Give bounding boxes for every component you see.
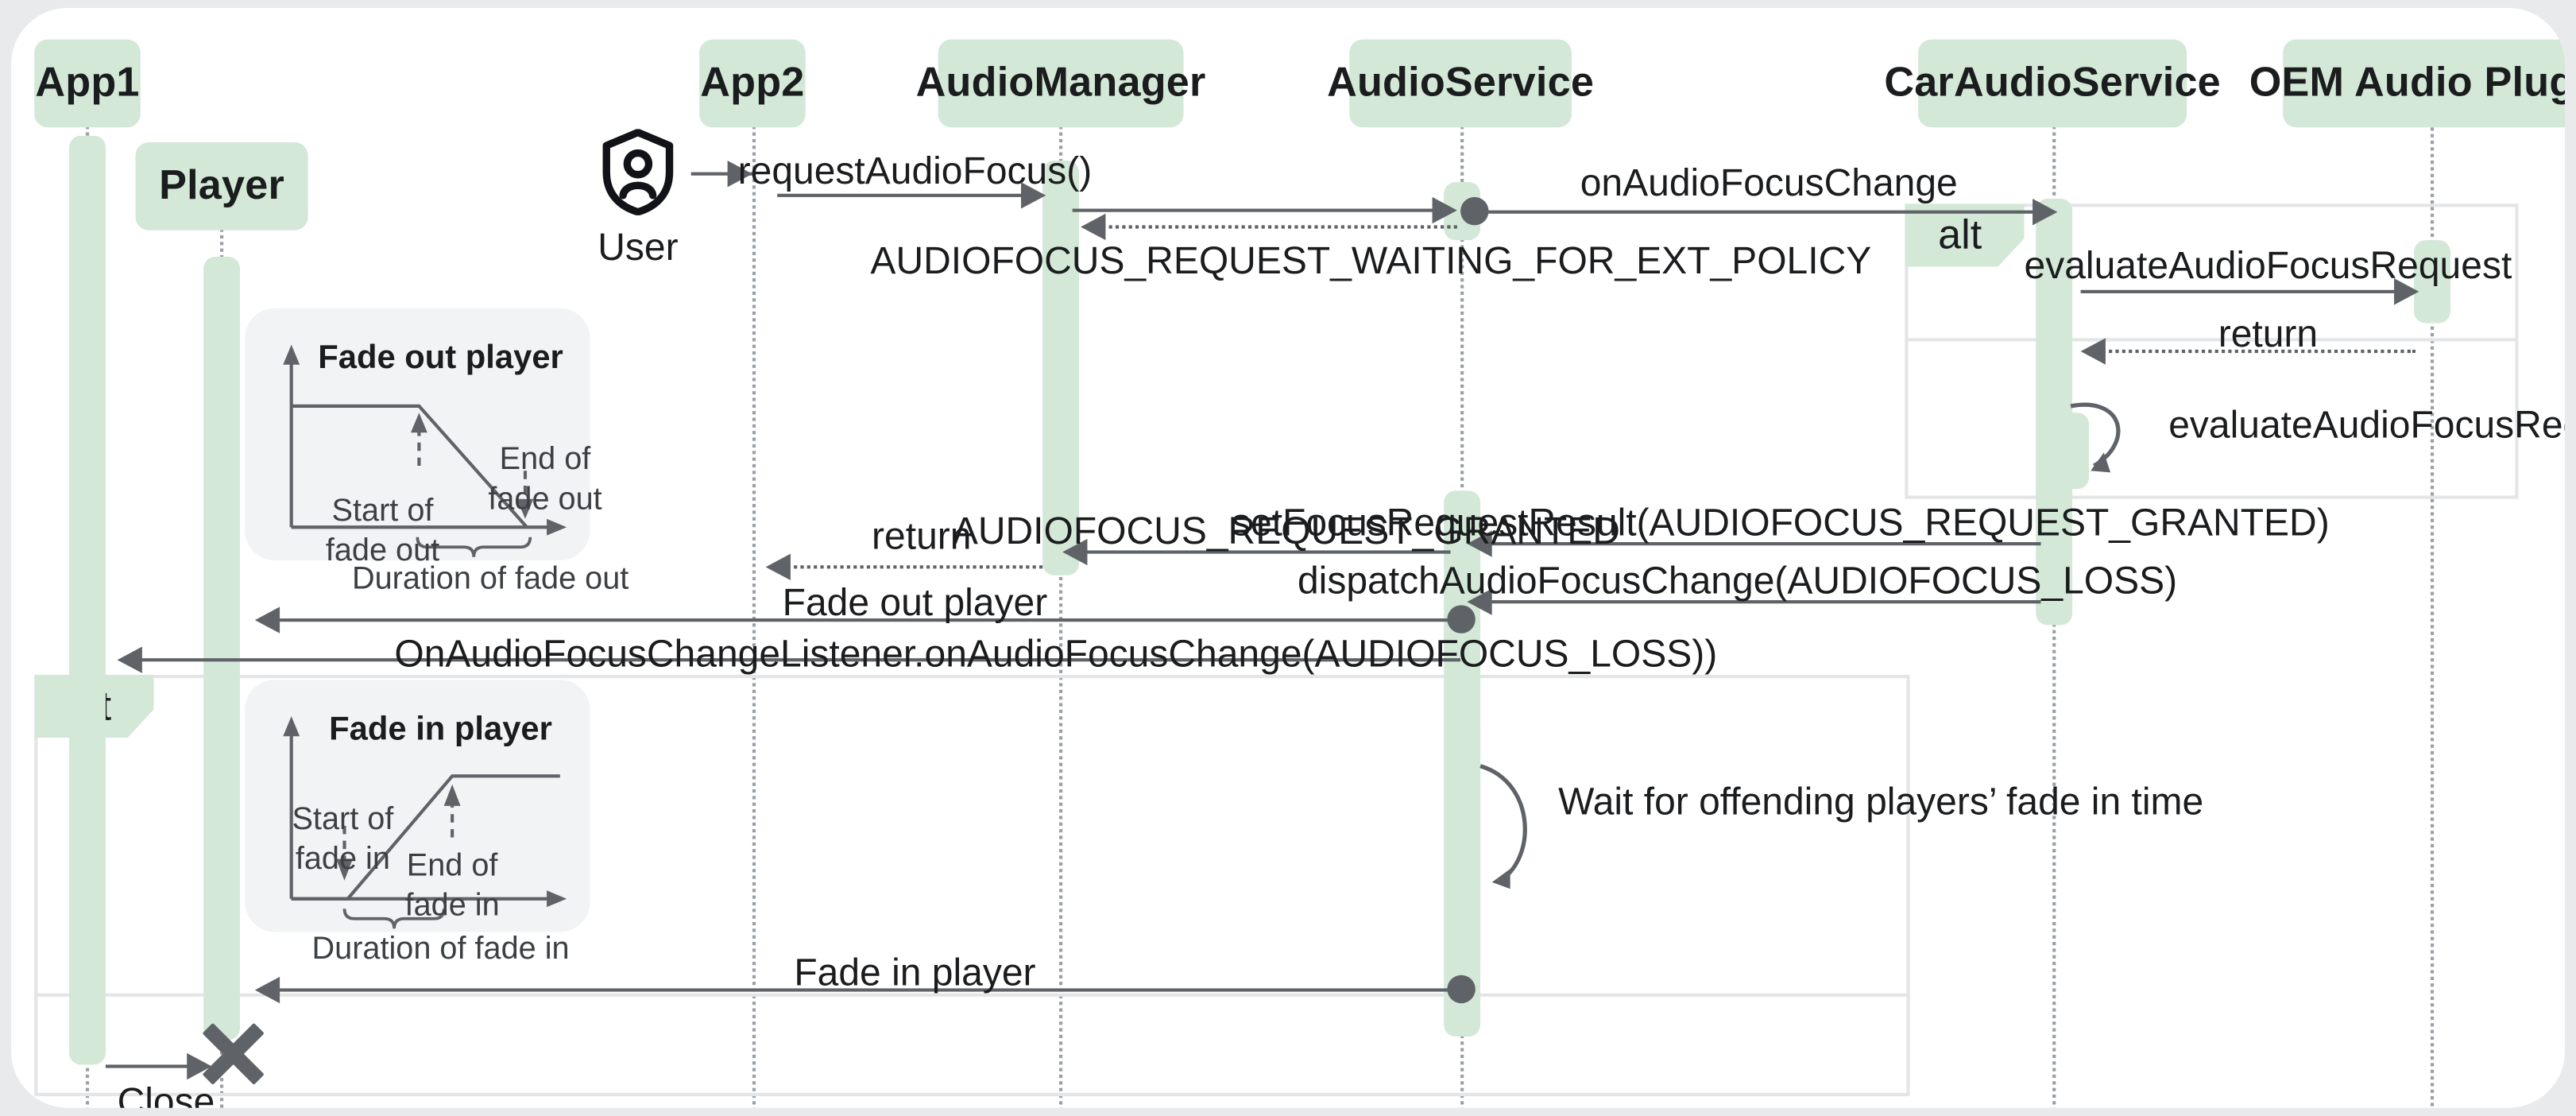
participant-audiomanager-label: AudioManager (915, 59, 1206, 107)
message-line-audiofocus-waiting-ext-policy (1089, 225, 1457, 229)
message-label-fade-out-player: Fade out player (782, 580, 1048, 624)
note-fade-out-title: Fade out player (318, 339, 563, 377)
arrowhead-on-audio-focus-change-listener (117, 646, 142, 673)
participant-app1[interactable]: App1 (34, 39, 141, 128)
fragment-alt-upper-label: alt (1905, 203, 2025, 267)
message-line-return-audiomanager (774, 565, 1043, 569)
arrowhead-fade-out-player (254, 606, 280, 634)
activation-app1 (69, 135, 106, 1065)
participant-player[interactable]: Player (135, 142, 308, 231)
chart-label-end-of-fade-in: End of fade in (404, 849, 500, 924)
activation-player (203, 257, 241, 1040)
note-fade-out-player (245, 308, 590, 560)
arrowhead-fade-in-player (254, 976, 280, 1004)
arrowhead-request-audio-focus-user (727, 161, 752, 188)
message-label-on-audio-focus-change-listener: OnAudioFocusChangeListener.onAudioFocusC… (394, 631, 1718, 675)
activation-oemplugin (2414, 240, 2450, 324)
chart-label-duration-of-fade-out: Duration of fade out (351, 562, 629, 597)
participant-audioservice[interactable]: AudioService (1327, 39, 1594, 128)
fragment-alt-upper (1905, 203, 2519, 499)
message-label-evaluate-internally: evaluateAudioFocusRequestInternally (2168, 402, 2565, 446)
message-line-on-audio-focus-change (1473, 210, 2055, 214)
message-line-evaluate-audio-focus-request (2080, 289, 2412, 293)
message-label-wait-fade-in: Wait for offending players’ fade in time (1558, 779, 2204, 823)
fade-out-chart-svg (283, 344, 567, 557)
activation-caraudioservice-self (2052, 413, 2090, 490)
fragment-alt-upper-divider (1905, 338, 2519, 342)
arrowhead-return-oem (2080, 338, 2106, 365)
message-line-app2-to-audiomanager (777, 193, 1043, 197)
chart-label-duration-of-fade-in: Duration of fade in (311, 932, 570, 967)
self-message-wait-fade-in-loop (1477, 759, 1557, 895)
message-label-on-audio-focus-change: onAudioFocusChange (1580, 161, 1958, 204)
participant-audioservice-label: AudioService (1327, 59, 1595, 107)
note-fade-in-title: Fade in player (329, 711, 552, 748)
user-shield-icon (601, 128, 675, 216)
arrowhead-return-audiomanager (765, 553, 791, 581)
message-line-return-oem (2091, 349, 2416, 354)
message-line-dispatch-audio-focus-change (1476, 600, 2041, 604)
message-label-evaluate-audio-focus-request: evaluateAudioFocusRequest (2024, 243, 2512, 287)
arrowhead-app2-to-audiomanager (1020, 182, 1046, 209)
activation-caraudioservice (2036, 199, 2073, 626)
message-line-set-focus-request-result (1476, 542, 2041, 546)
participant-caraudioservice[interactable]: CarAudioService (1884, 39, 2221, 128)
arrowhead-evaluate-audio-focus-request (2394, 278, 2419, 305)
message-line-on-audio-focus-change-listener (127, 658, 1461, 662)
participant-oemplugin[interactable]: OEM Audio Plugin (2249, 39, 2565, 128)
participant-audiomanager[interactable]: AudioManager (916, 39, 1205, 128)
diagram-canvas: alt alt App1 Player App2 AudioManager Au… (11, 8, 2565, 1108)
message-label-set-focus-request-result: setFocusRequestResult(AUDIOFOCUS_REQUEST… (1231, 500, 2330, 544)
participant-app2[interactable]: App2 (699, 39, 806, 128)
self-message-evaluate-internally-loop (2067, 396, 2164, 482)
chart-label-end-of-fade-out: End of fade out (488, 442, 602, 517)
message-label-return-oem: return (2218, 311, 2319, 355)
lifeline-app2 (752, 114, 756, 1108)
participant-caraudioservice-label: CarAudioService (1884, 59, 2221, 107)
arrowhead-set-focus-request-result (1467, 530, 1492, 557)
message-line-request-audio-focus-user (690, 172, 754, 176)
chart-label-start-of-fade-in: Start of fade in (292, 802, 394, 878)
chart-label-start-of-fade-out: Start of fade out (325, 494, 440, 568)
message-line-audiofocus-request-granted (1072, 550, 1451, 554)
participant-oemplugin-label: OEM Audio Plugin (2249, 59, 2565, 107)
message-label-close-the-track: Close the track (117, 1079, 215, 1108)
message-line-audiomanager-to-audioservice (1072, 208, 1454, 212)
message-label-audiofocus-request-granted: AUDIOFOCUS_REQUEST_GRANTED (952, 509, 1620, 552)
destroy-x-icon (197, 1017, 270, 1090)
participant-app1-label: App1 (35, 59, 140, 107)
message-label-audiofocus-waiting-ext-policy: AUDIOFOCUS_REQUEST_WAITING_FOR_EXT_POLIC… (870, 238, 1872, 282)
fade-in-chart-svg (283, 716, 567, 929)
message-label-return-audiomanager: return (872, 513, 972, 557)
message-line-close-the-track (105, 1064, 209, 1068)
message-line-fade-out-player (263, 618, 1461, 622)
participant-app2-label: App2 (700, 59, 805, 107)
participant-player-label: Player (159, 162, 284, 209)
lifeline-audiomanager (1058, 114, 1063, 1108)
fragment-alt-lower (34, 674, 1910, 1097)
message-label-dispatch-audio-focus-change: dispatchAudioFocusChange(AUDIOFOCUS_LOSS… (1297, 558, 2178, 603)
message-label-fade-in-player: Fade in player (794, 950, 1036, 994)
arrowhead-audiomanager-to-audioservice (1432, 196, 1457, 224)
message-line-fade-in-player (263, 988, 1461, 992)
arrowhead-audiofocus-request-granted (1062, 538, 1088, 566)
fragment-alt-lower-divider (34, 993, 1910, 997)
arrowhead-on-audio-focus-change (2033, 199, 2058, 226)
activation-audioservice-3 (1444, 712, 1481, 974)
arrowhead-audiofocus-waiting-ext-policy (1081, 213, 1106, 241)
lifeline-oemplugin (2430, 114, 2435, 1108)
user-actor-label: User (598, 225, 679, 269)
note-fade-in-player (245, 680, 590, 932)
activation-audiomanager (1042, 161, 1080, 575)
